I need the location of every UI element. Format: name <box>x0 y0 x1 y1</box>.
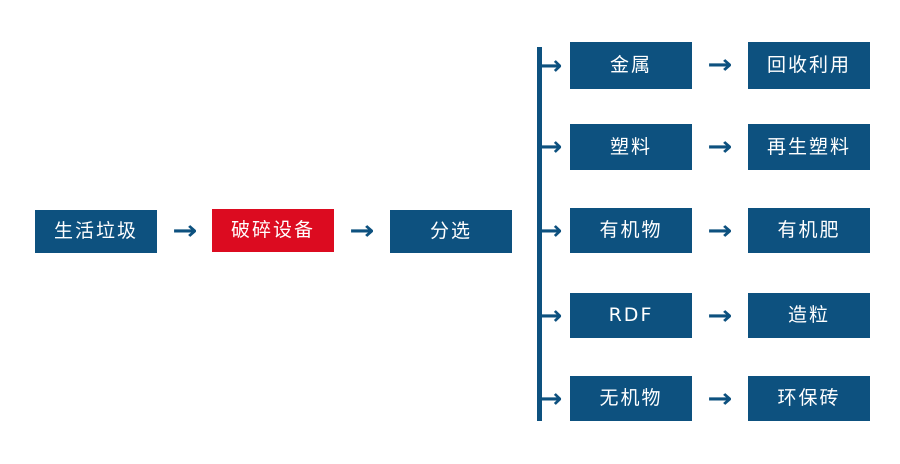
arrow-glyph: → <box>707 216 733 246</box>
arrow-right-icon: → <box>698 298 742 334</box>
material-node-metal[interactable]: 金属 <box>570 42 692 89</box>
material-node-rdf[interactable]: RDF <box>570 293 692 338</box>
product-node-plastic[interactable]: 再生塑料 <box>748 124 870 170</box>
material-node-inorganic[interactable]: 无机物 <box>570 376 692 421</box>
arrow-glyph: → <box>707 50 733 80</box>
product-node-inorganic[interactable]: 环保砖 <box>748 376 870 421</box>
arrow-right-icon: → <box>698 381 742 417</box>
arrow-glyph: → <box>539 301 563 331</box>
arrow-glyph: → <box>539 216 563 246</box>
branch-arrow-right-icon-organic: → <box>539 212 578 250</box>
arrow-glyph: → <box>707 132 733 162</box>
arrow-right-icon: → <box>698 129 742 165</box>
arrow-right-icon: → <box>340 213 384 249</box>
arrow-glyph: → <box>707 301 733 331</box>
arrow-right-icon: → <box>163 213 207 249</box>
arrow-glyph: → <box>707 384 733 414</box>
arrow-glyph: → <box>539 51 563 81</box>
arrow-right-icon: → <box>698 213 742 249</box>
branch-spine-connector <box>537 47 542 421</box>
branch-arrow-right-icon-rdf: → <box>539 297 578 335</box>
process-node-sorting[interactable]: 分选 <box>390 210 512 253</box>
branch-arrow-right-icon-metal: → <box>539 47 578 85</box>
process-node-crusher[interactable]: 破碎设备 <box>212 209 334 252</box>
arrow-glyph: → <box>349 216 375 246</box>
material-node-plastic[interactable]: 塑料 <box>570 124 692 170</box>
branch-arrow-right-icon-plastic: → <box>539 128 578 166</box>
material-node-organic[interactable]: 有机物 <box>570 208 692 253</box>
product-node-organic[interactable]: 有机肥 <box>748 208 870 253</box>
branch-arrow-right-icon-inorganic: → <box>539 380 578 418</box>
product-node-metal[interactable]: 回收利用 <box>748 42 870 89</box>
arrow-right-icon: → <box>698 47 742 83</box>
arrow-glyph: → <box>172 216 198 246</box>
arrow-glyph: → <box>539 132 563 162</box>
process-node-input[interactable]: 生活垃圾 <box>35 210 157 253</box>
product-node-rdf[interactable]: 造粒 <box>748 293 870 338</box>
arrow-glyph: → <box>539 384 563 414</box>
